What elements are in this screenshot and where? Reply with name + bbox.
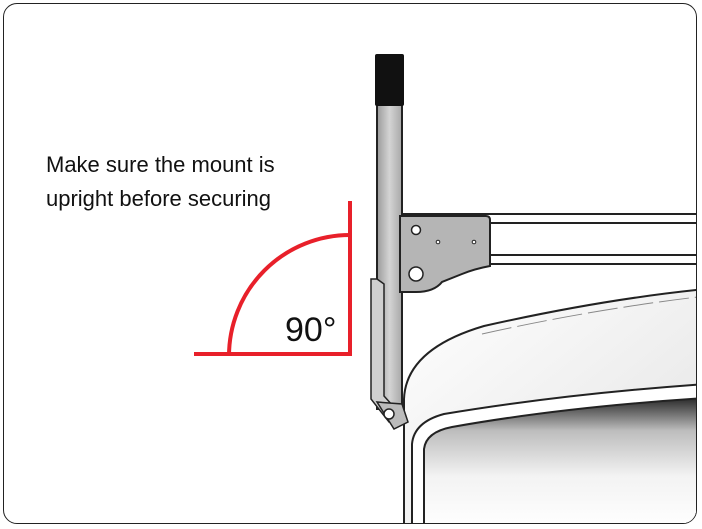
- instruction-line-1: Make sure the mount is: [46, 152, 275, 177]
- instruction-line-2: upright before securing: [46, 186, 272, 211]
- right-angle-marker: [194, 201, 352, 357]
- mount-bracket: [399, 215, 491, 293]
- mount-illustration: 90°: [194, 54, 696, 523]
- instruction-text: Make sure the mount is upright before se…: [46, 148, 275, 216]
- angle-label: 90°: [285, 311, 336, 349]
- mount-pole: [370, 54, 409, 430]
- pole-cap: [375, 54, 404, 106]
- car-roof: [403, 289, 696, 523]
- angle-arc: [227, 233, 351, 357]
- illustration-frame: 90° Make sure the mount is upright befor…: [3, 3, 697, 524]
